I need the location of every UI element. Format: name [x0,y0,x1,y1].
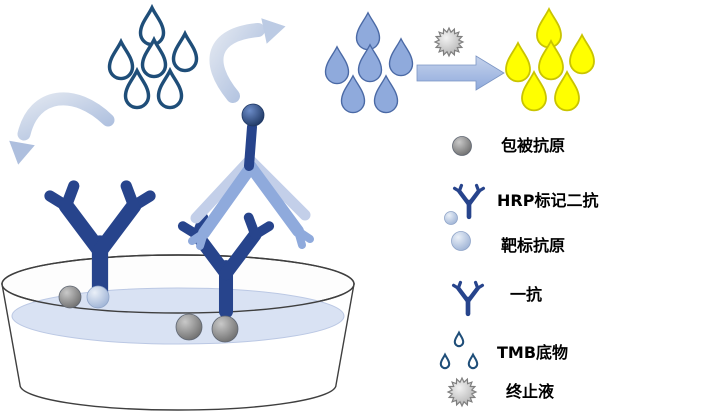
product-droplet-cluster [505,8,595,112]
hrp-sphere-icon [444,211,458,225]
coated-antigen-sphere-icon [211,315,239,343]
legend-label-stop-solution: 终止液 [506,382,555,401]
target-antigen-sphere-icon [86,285,110,309]
tmb-droplet-icon [467,353,479,370]
legend: 包被抗原 HRP标记二抗 靶标抗原 一抗 TMB底物 终止液 [439,136,598,407]
tmb-droplet-icon [439,353,451,370]
target-antigen-sphere-icon [451,231,471,251]
tmb-droplet-icon [140,38,168,79]
product-droplet-icon [536,8,562,49]
substrate-droplet-icon [388,38,414,77]
reaction-arrowhead-icon [261,13,289,44]
well-rim-outline [1,254,355,314]
primary-antibody-icon [454,282,483,313]
tmb-droplet-icon [156,69,184,110]
reaction-curved-arrow [209,13,289,103]
substrate-droplet-cluster [324,12,414,114]
secondary-arm-right [245,161,304,237]
to-product-arrow-icon [416,55,505,91]
secondary-fork-right-b [294,227,306,249]
sandwich-complex [175,103,314,343]
wash-arrowhead-icon [5,140,35,167]
secondary-arm-left [198,161,257,239]
hrp-secondary-antibody-icon [455,185,484,216]
tmb-droplet-icon [171,32,199,73]
tmb-droplet-cluster [107,6,199,110]
secondary-stem [244,122,257,171]
coated-antigen-sphere-icon [58,285,82,309]
legend-label-target-antigen: 靶标抗原 [501,236,565,255]
substrate-droplet-icon [324,46,350,85]
legend-label-coated-antigen: 包被抗原 [501,136,565,155]
substrate-droplet-icon [355,12,381,51]
hrp-secondary-antibody-icon [188,103,314,250]
coated-antigen-sphere-icon [452,136,472,156]
secondary-fork-left-b [196,229,208,250]
stop-solution-burst-icon [447,377,477,407]
legend-label-hrp-secondary: HRP标记二抗 [497,191,598,210]
secondary-arm-pale-left [190,154,256,224]
substrate-droplet-icon [373,75,399,114]
tmb-droplet-icon [453,331,465,348]
legend-label-tmb-substrate: TMB底物 [497,343,568,362]
left-antibody-complex [50,186,150,309]
tmb-droplet-icon [107,40,135,81]
tmb-substrate-droplets-icon [439,331,479,370]
legend-label-primary-antibody: 一抗 [510,285,542,304]
product-droplet-icon [538,40,564,81]
reaction-arrow-curve [209,23,265,103]
tmb-droplet-icon [138,6,166,47]
hrp-sphere-icon [241,103,265,127]
coated-antigen-sphere-icon [175,313,203,341]
stop-solution-burst-icon [434,27,464,57]
product-droplet-icon [569,34,595,75]
substrate-droplet-icon [357,44,383,83]
product-droplet-icon [505,42,531,83]
wash-arrow-curve [17,92,115,141]
wash-curved-arrow [5,92,115,167]
